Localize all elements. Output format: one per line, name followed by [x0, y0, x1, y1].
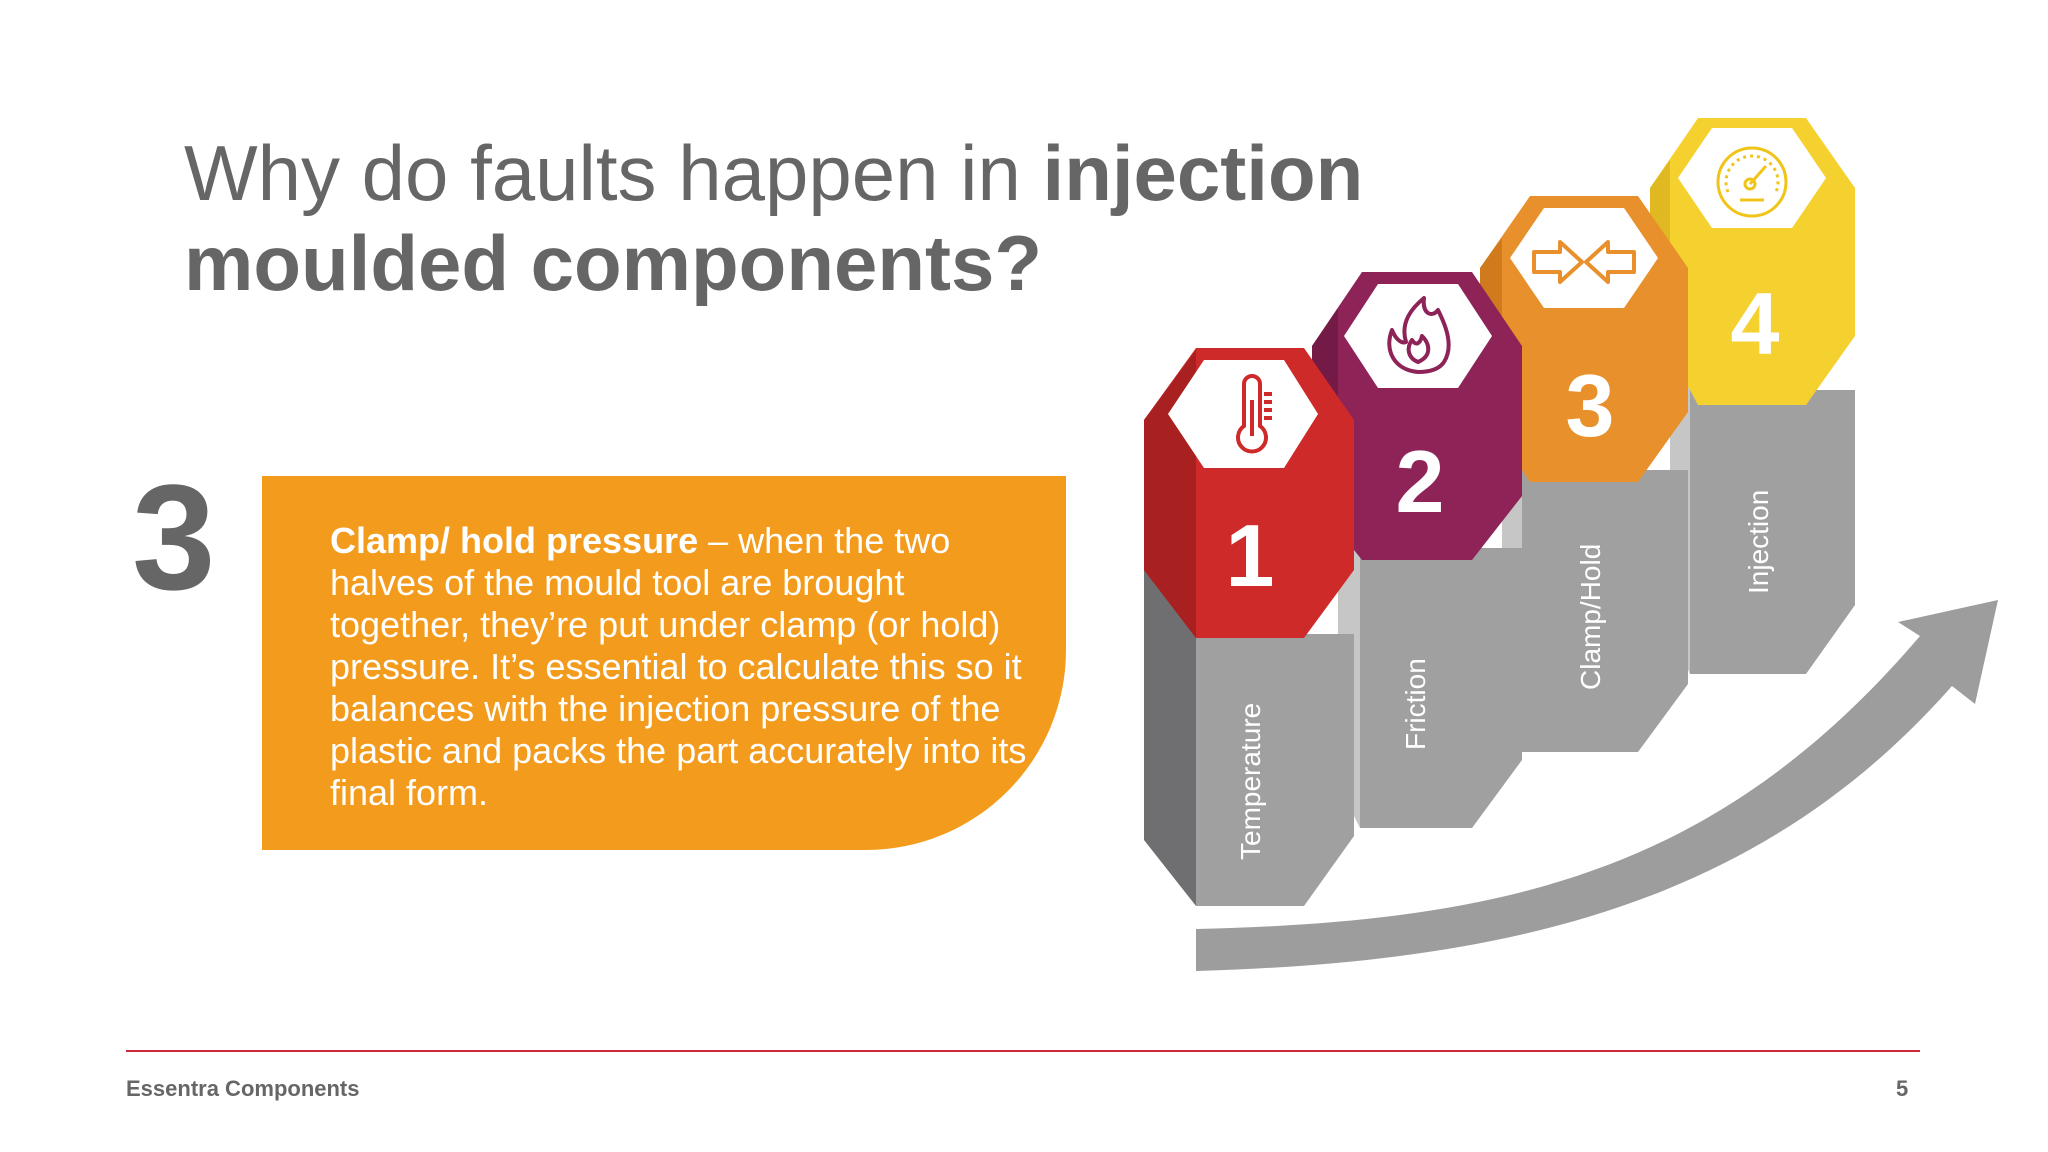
step-2-label: Friction [1400, 658, 1431, 750]
step-1-column [1144, 348, 1354, 906]
footer-company: Essentra Components [126, 1076, 360, 1101]
page-number: 5 [1896, 1076, 1909, 1101]
title-regular: Why do faults happen in [184, 129, 1043, 217]
title-bold-line2: moulded components? [184, 219, 1042, 307]
step-1-label: Temperature [1235, 703, 1266, 860]
title-bold-line1: injection [1042, 129, 1364, 217]
step-4-column [1650, 118, 1855, 674]
step-number: 3 [132, 453, 216, 621]
clamp-arrows-icon [1532, 240, 1636, 284]
gauge-icon [1716, 146, 1788, 218]
step-3-icon-hex [1510, 208, 1658, 308]
callout-text: Clamp/ hold pressure – when the two halv… [330, 520, 1050, 814]
thermometer-icon [1236, 374, 1272, 454]
step-1-number: 1 [1226, 506, 1275, 605]
step-4-label: Injection [1743, 490, 1774, 594]
slide-title: Why do faults happen in injection moulde… [184, 128, 1384, 308]
step-2-icon-hex [1344, 284, 1492, 388]
callout-body: – when the two halves of the mould tool … [330, 520, 1027, 813]
footer-divider [126, 1050, 1920, 1052]
growth-arrow [1196, 600, 1998, 971]
step-3-number: 3 [1566, 356, 1615, 455]
flame-icon [1387, 296, 1451, 374]
step-4-number: 4 [1731, 274, 1780, 373]
callout-box: Clamp/ hold pressure – when the two halv… [262, 476, 1066, 850]
step-3-label: Clamp/Hold [1575, 544, 1606, 690]
step-2-number: 2 [1396, 432, 1445, 531]
callout-heading: Clamp/ hold pressure [330, 520, 699, 561]
